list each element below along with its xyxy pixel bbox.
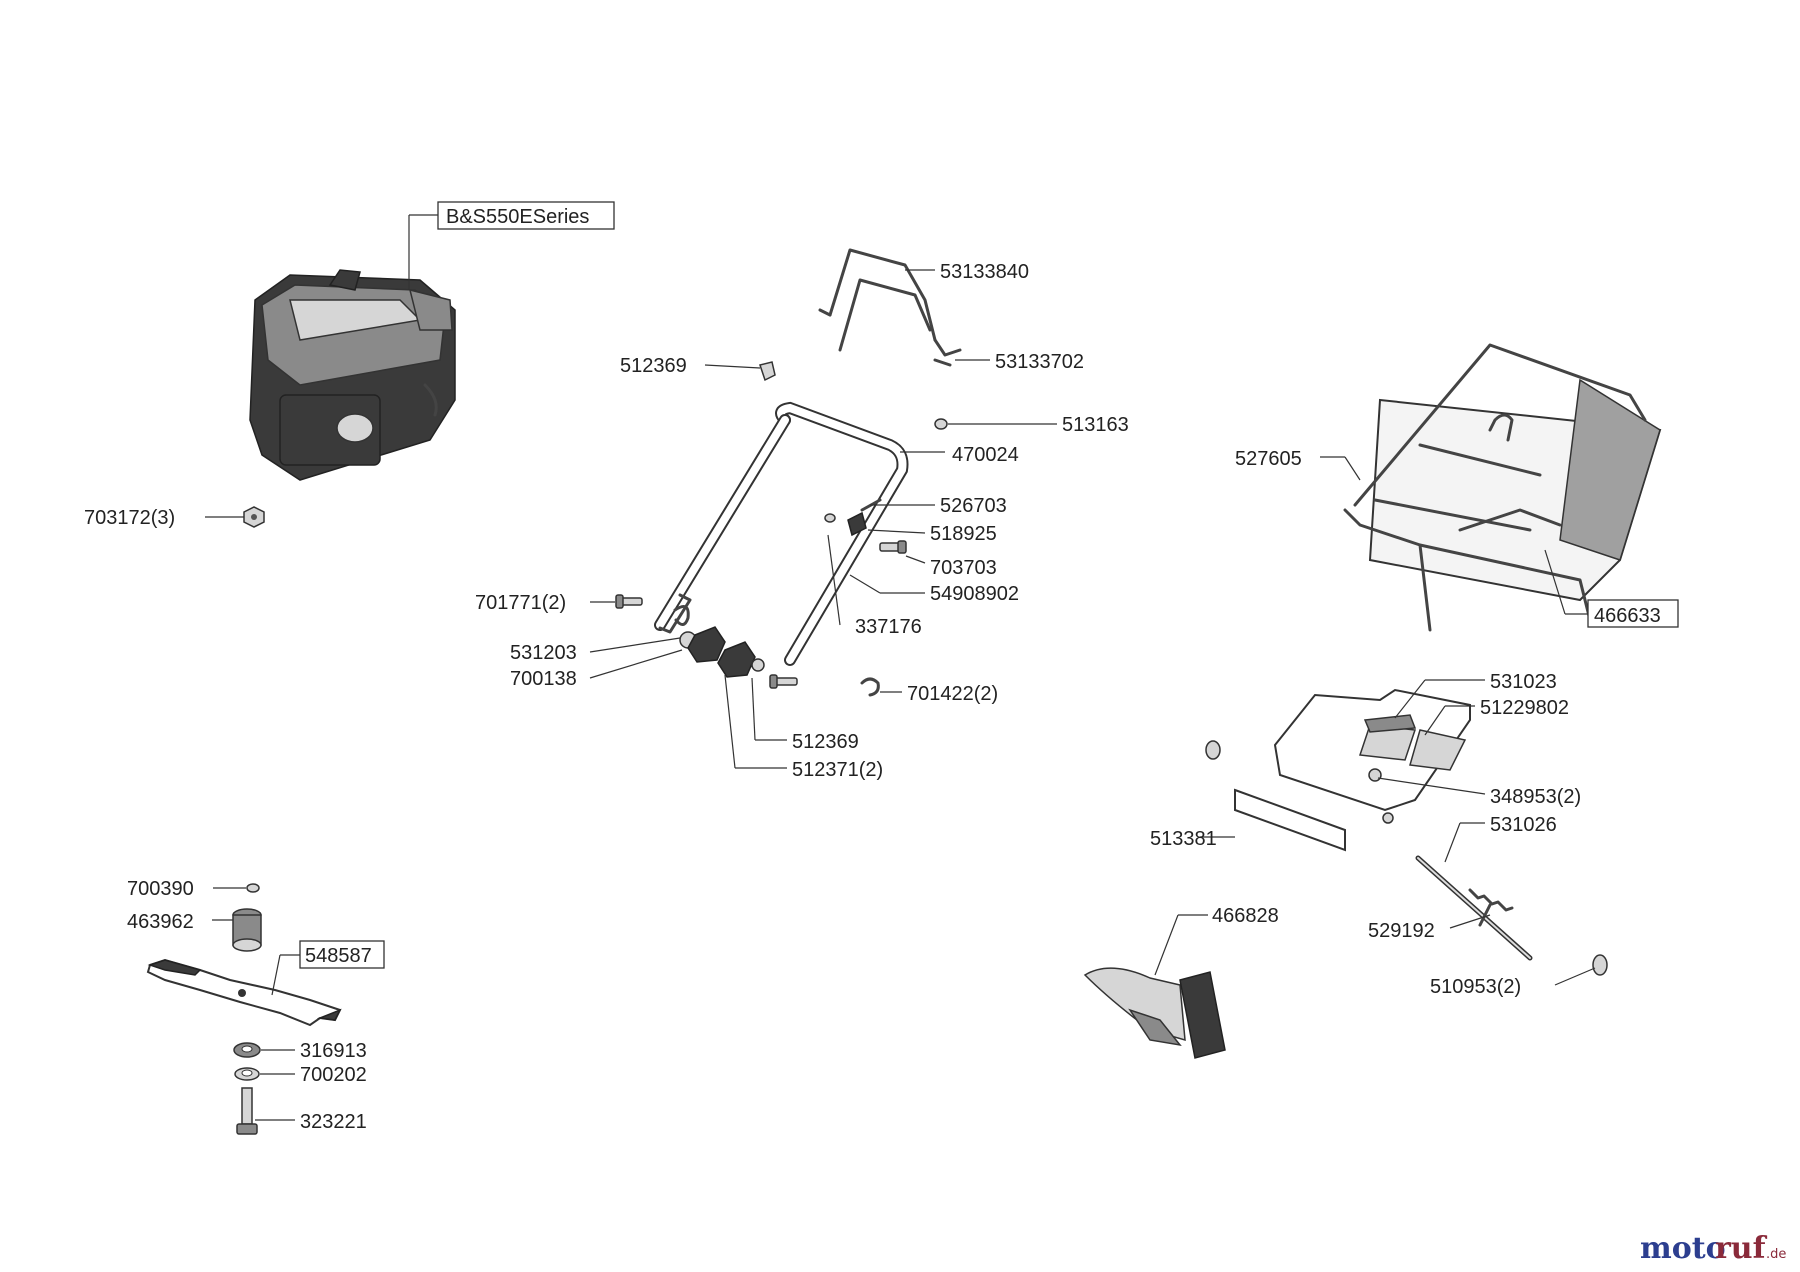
label-washer-top: 513163 (1062, 414, 1129, 436)
label-rod: 531026 (1490, 814, 1557, 836)
mulch-plug-drawing (1083, 967, 1226, 1059)
label-bag: 466633 (1594, 605, 1661, 627)
motoruf-logo: moto ruf .de (1640, 1231, 1786, 1266)
adapter-icon (232, 908, 262, 952)
knob-icon (687, 626, 765, 678)
label-handle-tube: 54908902 (930, 583, 1019, 605)
label-screw: 703703 (930, 557, 997, 579)
lock-washer-icon (234, 1067, 260, 1081)
label-knob: 512371(2) (792, 759, 883, 781)
blade-drawing (146, 958, 342, 1027)
label-flap-screw: 348953(2) (1490, 786, 1581, 808)
key-icon (246, 883, 260, 893)
label-small-clip: 701422(2) (907, 683, 998, 705)
label-engine: B&S550ESeries (446, 206, 589, 228)
label-blade-bolt: 323221 (300, 1111, 367, 1133)
svg-text:.de: .de (1766, 1247, 1786, 1262)
label-cap: 510953(2) (1430, 976, 1521, 998)
upper-handle-bars (818, 248, 962, 367)
label-key: 700390 (127, 878, 194, 900)
label-mulch-plug: 466828 (1212, 905, 1279, 927)
bolt-bottom-icon (769, 674, 798, 689)
label-hinge: 531023 (1490, 671, 1557, 693)
cap-left-icon (1205, 740, 1221, 760)
label-rod-spring: 529192 (1368, 920, 1435, 942)
label-cable-tie: 518925 (930, 523, 997, 545)
label-nut: 337176 (855, 616, 922, 638)
rod-drawing (1415, 855, 1608, 976)
label-blade: 548587 (305, 945, 372, 967)
bolt-bottom-drawing (236, 1087, 258, 1135)
label-strip: 513381 (1150, 828, 1217, 850)
label-cable-guide: 526703 (940, 495, 1007, 517)
label-engine-nut: 703172(3) (84, 507, 175, 529)
nut-icon (243, 506, 265, 528)
label-bag-frame: 527605 (1235, 448, 1302, 470)
washer-icon (934, 418, 948, 430)
label-lower-handle: 470024 (952, 444, 1019, 466)
label-cable-bar: 53133702 (995, 351, 1084, 373)
label-bolt-left: 701771(2) (475, 592, 566, 614)
label-spring: 531203 (510, 642, 577, 664)
label-adapter: 463962 (127, 911, 194, 933)
label-flap: 51229802 (1480, 697, 1569, 719)
engine-drawing (249, 269, 456, 481)
label-lock-washer: 700202 (300, 1064, 367, 1086)
label-clip-bottom: 512369 (792, 731, 859, 753)
label-washer-bottom: 316913 (300, 1040, 367, 1062)
screw-icon (879, 540, 907, 554)
lower-handle-drawing (654, 401, 909, 666)
grassbag-drawing (1343, 343, 1662, 632)
label-upper-bar: 53133840 (940, 261, 1029, 283)
clip-icon (759, 361, 776, 382)
rear-flap-drawing (1234, 688, 1471, 852)
svg-text:moto: moto (1640, 1231, 1726, 1266)
bolt-icon (615, 594, 643, 609)
svg-text:ruf: ruf (1715, 1231, 1768, 1266)
label-washer: 700138 (510, 668, 577, 690)
small-clip-icon (860, 677, 880, 697)
washer-bottom-icon (233, 1042, 261, 1058)
label-clip-top: 512369 (620, 355, 687, 377)
